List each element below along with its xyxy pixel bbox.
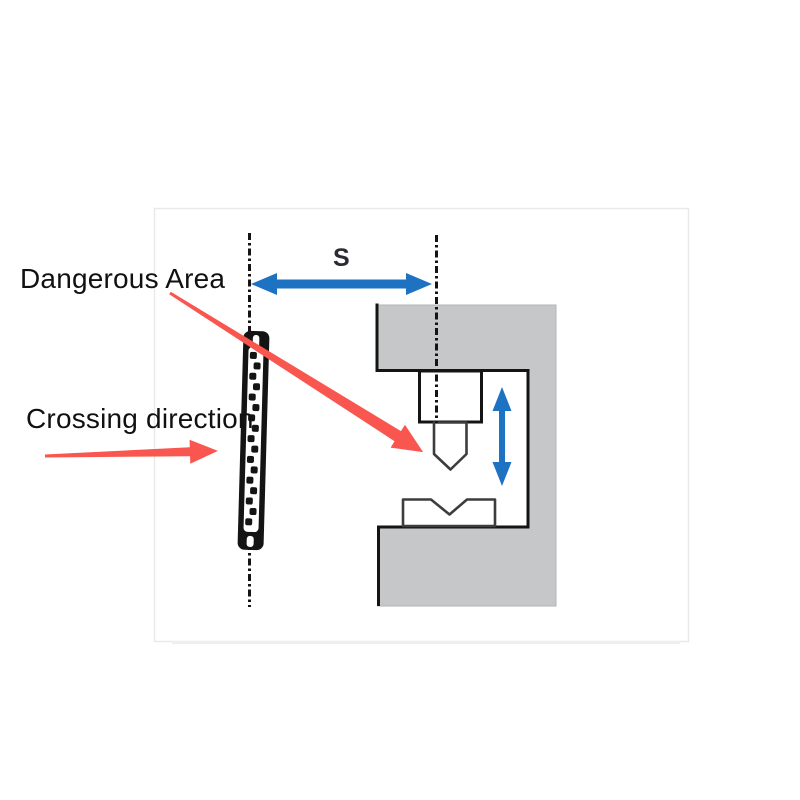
- safety-distance-arrow-icon: [251, 273, 432, 295]
- light-curtain-bottom-slot: [246, 535, 254, 547]
- light-curtain-beam-segment: [252, 383, 261, 391]
- light-curtain-beam-segment: [245, 518, 253, 526]
- safety-distance-label: S: [333, 244, 350, 272]
- die-block: [401, 498, 497, 528]
- light-curtain-beam-segment: [246, 476, 254, 484]
- crossing-direction-label: Crossing direction: [26, 403, 254, 434]
- light-curtain-beam-segment: [253, 362, 261, 370]
- stroke-direction-arrow-icon: [492, 387, 512, 486]
- light-curtain-beam-segment: [251, 445, 259, 453]
- crossing-direction-arrow-icon: [44, 439, 218, 464]
- dangerous-area-arrow-icon: [169, 291, 424, 453]
- light-curtain-beam-elements: [245, 351, 261, 526]
- light-curtain-beam-segment: [247, 435, 255, 443]
- press-frame-outline: [375, 303, 530, 606]
- dangerous-area-label: Dangerous Area: [20, 263, 225, 294]
- light-curtain-beam-segment: [250, 487, 258, 495]
- light-curtain-beam-segment: [249, 507, 257, 516]
- light-curtain-beam-segment: [248, 414, 256, 422]
- light-curtain-beam-segment: [252, 404, 260, 412]
- light-curtain-beam-segment: [249, 372, 257, 380]
- light-curtain-beam-segment: [248, 393, 256, 401]
- light-curtain: [237, 330, 270, 551]
- light-curtain-beam-segment: [246, 455, 255, 463]
- light-curtain-beam-segment: [250, 466, 258, 474]
- punch-holder: [418, 369, 483, 424]
- light-curtain-beam-segment: [249, 351, 257, 360]
- punch-tool: [432, 421, 468, 471]
- light-curtain-beam-segment: [251, 424, 259, 432]
- light-curtain-beam-segment: [245, 497, 253, 505]
